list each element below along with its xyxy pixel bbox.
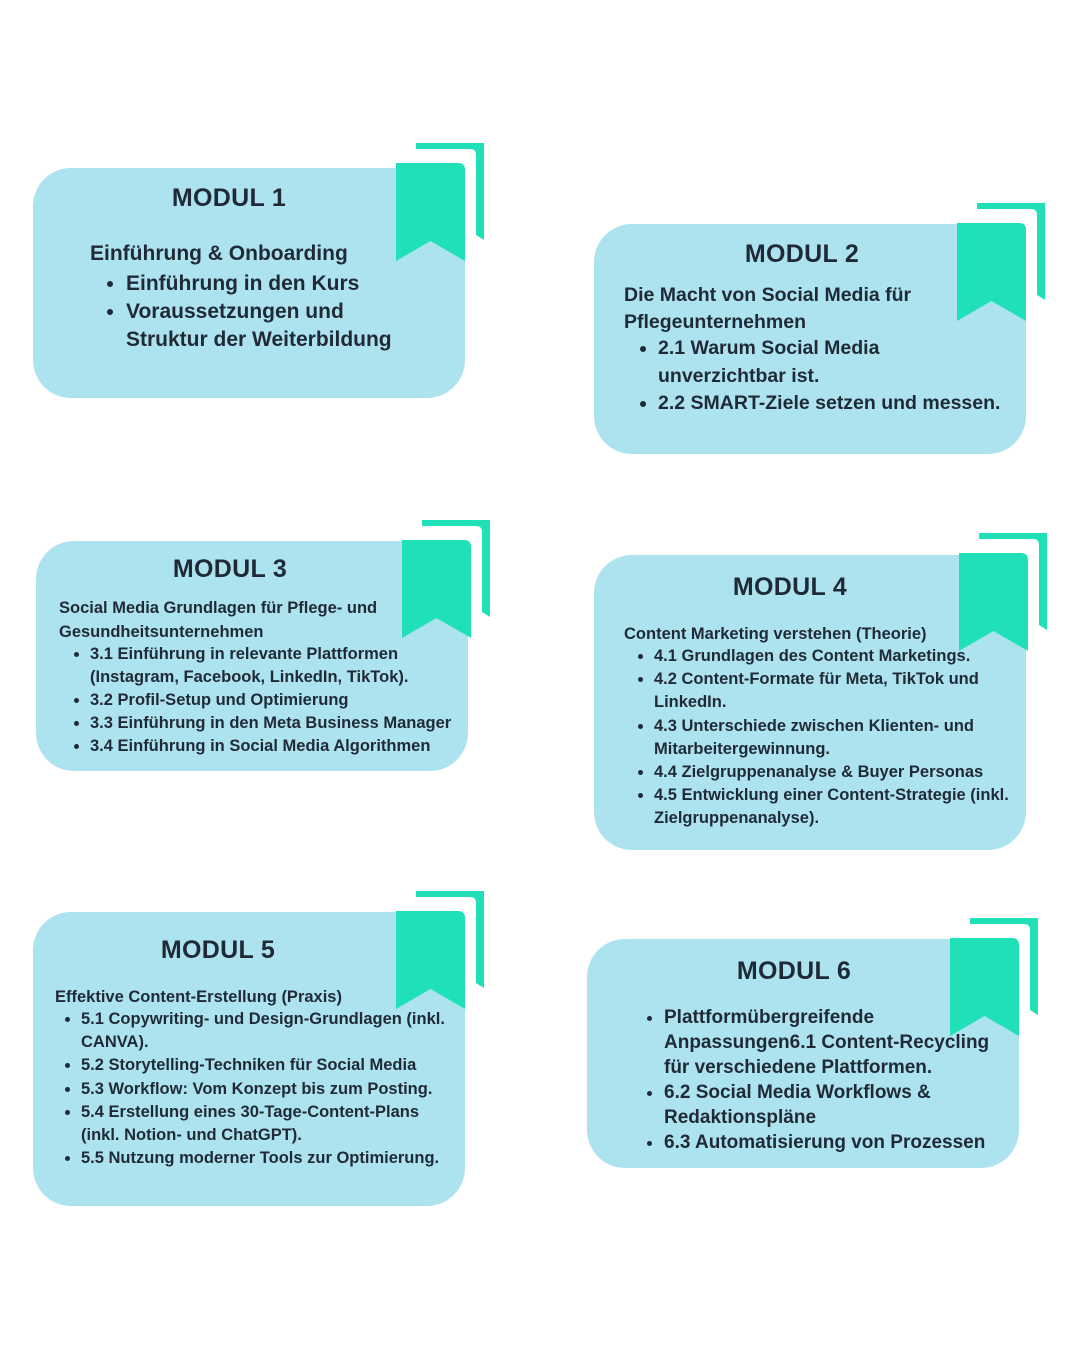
module-title: MODUL 4: [732, 573, 848, 601]
list-item: Voraussetzungen und Struktur der Weiterb…: [126, 298, 426, 354]
list-item: 5.4 Erstellung eines 30-Tage-Content-Pla…: [81, 1101, 431, 1147]
list-item: 6.3 Automatisierung von Prozessen: [664, 1130, 1009, 1155]
list-item: 2.1 Warum Social Media unverzichtbar ist…: [658, 335, 898, 390]
list-item: 4.5 Entwicklung einer Content-Strategie …: [654, 784, 1034, 830]
list-item: 4.2 Content-Formate für Meta, TikTok und…: [654, 668, 1034, 714]
list-item: 5.5 Nutzung moderner Tools zur Optimieru…: [81, 1147, 476, 1170]
bookmark-icon: [957, 203, 1047, 321]
module-subtitle: Content Marketing verstehen (Theorie): [624, 625, 927, 643]
bookmark-icon: [950, 918, 1040, 1036]
module-title: MODUL 2: [744, 240, 860, 268]
module-title: MODUL 5: [160, 936, 276, 964]
module-card-6: MODUL 6 Plattformübergreifende Anpassung…: [587, 939, 1019, 1168]
module-subtitle: Social Media Grundlagen für Pflege- und …: [59, 599, 378, 641]
list-item: 4.3 Unterschiede zwischen Klienten- und …: [654, 715, 984, 761]
list-item: 3.1 Einführung in relevante Plattformen …: [90, 643, 420, 689]
list-item: 3.4 Einführung in Social Media Algorithm…: [90, 735, 490, 758]
module-items: 5.1 Copywriting- und Design-Grundlagen (…: [51, 1008, 476, 1170]
list-item: 5.2 Storytelling-Techniken für Social Me…: [81, 1054, 476, 1077]
list-item: 4.1 Grundlagen des Content Marketings.: [654, 645, 1034, 668]
list-item: 3.3 Einführung in den Meta Business Mana…: [90, 712, 490, 735]
module-items: 3.1 Einführung in relevante Plattformen …: [60, 643, 490, 758]
list-item: 3.2 Profil-Setup und Optimierung: [90, 689, 490, 712]
bookmark-icon: [396, 891, 486, 1009]
bookmark-icon: [396, 143, 486, 261]
module-card-3: MODUL 3 Social Media Grundlagen für Pfle…: [36, 541, 468, 771]
module-items: Einführung in den Kurs Voraussetzungen u…: [96, 270, 426, 354]
list-item: 6.2 Social Media Workflows & Redaktionsp…: [664, 1080, 964, 1130]
module-card-5: MODUL 5 Effektive Content-Erstellung (Pr…: [33, 912, 465, 1206]
list-item: 4.4 Zielgruppenanalyse & Buyer Personas: [654, 761, 1034, 784]
module-title: MODUL 6: [736, 957, 852, 985]
list-item: 5.1 Copywriting- und Design-Grundlagen (…: [81, 1008, 476, 1054]
module-card-1: MODUL 1 Einführung & Onboarding Einführu…: [33, 168, 465, 398]
bookmark-icon: [402, 520, 492, 638]
module-card-2: MODUL 2 Die Macht von Social Media für P…: [594, 224, 1026, 454]
list-item: 2.2 SMART-Ziele setzen und messen.: [658, 390, 1038, 418]
list-item: Plattformübergreifende Anpassungen6.1 Co…: [664, 1005, 1009, 1080]
module-subtitle: Die Macht von Social Media für Pflegeunt…: [624, 284, 912, 333]
list-item: Einführung in den Kurs: [126, 270, 426, 298]
module-items: Plattformübergreifende Anpassungen6.1 Co…: [634, 1005, 1009, 1155]
module-items: 2.1 Warum Social Media unverzichtbar ist…: [628, 335, 1038, 418]
module-subtitle: Effektive Content-Erstellung (Praxis): [55, 988, 342, 1006]
module-title: MODUL 3: [172, 555, 288, 583]
module-title: MODUL 1: [171, 184, 287, 212]
list-item: 5.3 Workflow: Vom Konzept bis zum Postin…: [81, 1078, 476, 1101]
module-card-4: MODUL 4 Content Marketing verstehen (The…: [594, 555, 1026, 850]
module-subtitle: Einführung & Onboarding: [90, 242, 348, 265]
module-items: 4.1 Grundlagen des Content Marketings. 4…: [624, 645, 1034, 831]
bookmark-icon: [959, 533, 1049, 651]
